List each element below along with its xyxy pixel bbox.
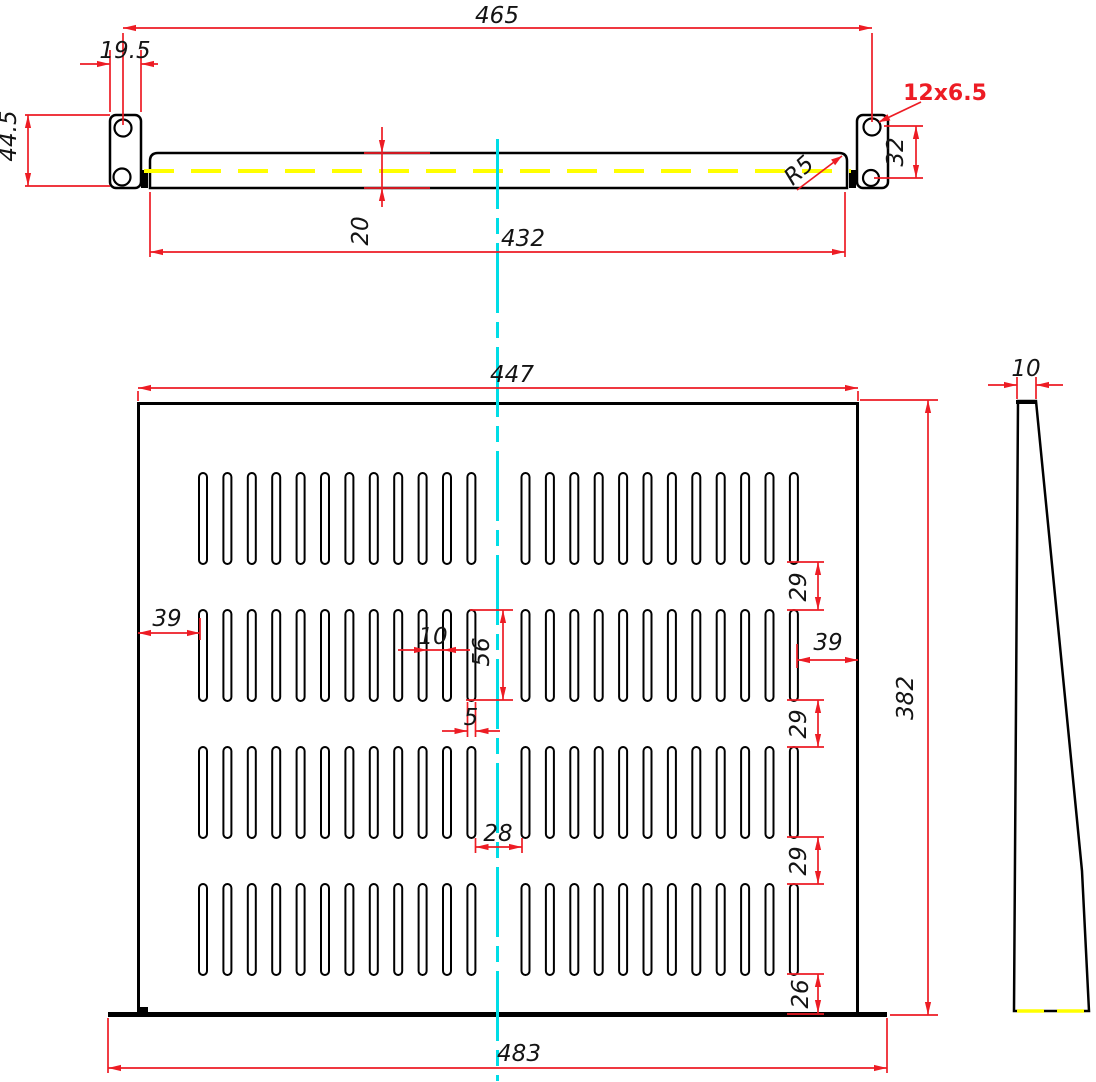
dim-hole-callout: 12x6.5 [903,81,987,106]
mounting-hole [112,167,132,187]
dim-plan-width: 447 [490,362,534,388]
dim-ear-hole-spacing: 32 [883,137,909,166]
dim-flange-depth: 10 [1011,356,1040,382]
left-bend-mark [141,170,148,188]
dim-row-gap-3: 29 [786,846,812,875]
dim-body-width: 432 [501,226,545,252]
right-bend-mark [849,170,856,188]
dim-slot-width: 5 [464,705,479,731]
ventilation-slots [198,472,799,976]
dim-row-gap-1: 29 [786,572,812,601]
dim-row-gap-2: 29 [786,709,812,738]
dim-right-margin: 39 [813,630,842,656]
dim-mounting-hole-span: 465 [475,3,519,29]
dim-front-panel-width: 483 [497,1041,541,1067]
side-view [1012,399,1091,1013]
plan-view [108,402,887,1017]
dim-panel-height: 44.5 [0,110,22,161]
dim-body-depth: 382 [893,676,919,720]
dim-left-margin: 39 [152,606,181,632]
side-profile [1012,399,1091,1013]
dim-slot-length: 56 [469,637,495,666]
dim-body-thickness: 20 [348,216,374,245]
dimension-lines [24,24,1063,1073]
dim-slot-gap: 10 [418,624,447,650]
dim-center-gap: 28 [483,821,512,847]
flange-notch [139,1007,148,1013]
dim-ear-width: 19.5 [99,38,150,64]
dim-bottom-margin: 26 [788,979,814,1008]
